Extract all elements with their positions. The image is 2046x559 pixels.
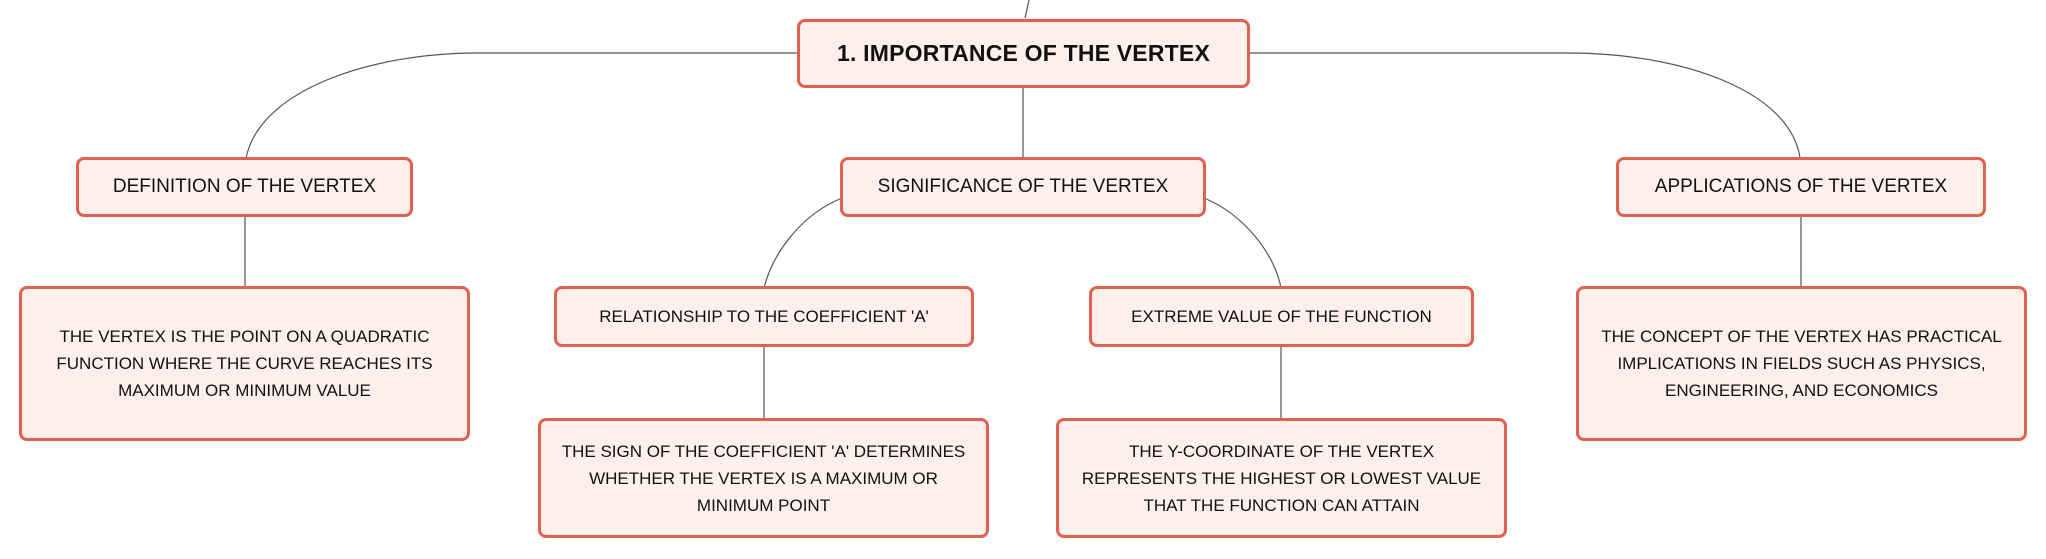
significance-label: SIGNIFICANCE OF THE VERTEX — [877, 176, 1169, 197]
applications-detail-text: THE CONCEPT OF THE VERTEX HAS PRACTICAL … — [1601, 327, 2002, 400]
connector-root-incoming — [1024, 0, 1030, 19]
root-node[interactable]: 1. IMPORTANCE OF THE VERTEX — [797, 19, 1250, 88]
applications-detail-node[interactable]: THE CONCEPT OF THE VERTEX HAS PRACTICAL … — [1576, 286, 2027, 441]
root-label: 1. IMPORTANCE OF THE VERTEX — [836, 40, 1210, 66]
connector-root-definition — [245, 52, 797, 159]
extreme-value-node[interactable]: EXTREME VALUE OF THE FUNCTION — [1089, 286, 1474, 347]
extreme-value-detail-text: THE Y-COORDINATE OF THE VERTEX REPRESENT… — [1081, 441, 1482, 515]
connector-root-applications — [1250, 52, 1801, 159]
applications-label: APPLICATIONS OF THE VERTEX — [1654, 176, 1948, 197]
coefficient-label: RELATIONSHIP TO THE COEFFICIENT 'A' — [599, 306, 929, 326]
connector-significance-extreme — [1203, 197, 1282, 289]
coefficient-detail-text: THE SIGN OF THE COEFFICIENT 'A' DETERMIN… — [561, 441, 966, 515]
extreme-value-detail-node[interactable]: THE Y-COORDINATE OF THE VERTEX REPRESENT… — [1056, 418, 1507, 538]
definition-node[interactable]: DEFINITION OF THE VERTEX — [76, 157, 413, 217]
applications-node[interactable]: APPLICATIONS OF THE VERTEX — [1616, 157, 1986, 217]
connector-significance-coefficient — [763, 197, 843, 289]
definition-detail-node[interactable]: THE VERTEX IS THE POINT ON A QUADRATIC F… — [19, 286, 470, 441]
coefficient-detail-node[interactable]: THE SIGN OF THE COEFFICIENT 'A' DETERMIN… — [538, 418, 989, 538]
definition-label: DEFINITION OF THE VERTEX — [112, 176, 377, 197]
extreme-value-label: EXTREME VALUE OF THE FUNCTION — [1131, 306, 1432, 326]
coefficient-node[interactable]: RELATIONSHIP TO THE COEFFICIENT 'A' — [554, 286, 974, 347]
definition-detail-text: THE VERTEX IS THE POINT ON A QUADRATIC F… — [56, 327, 433, 400]
significance-node[interactable]: SIGNIFICANCE OF THE VERTEX — [840, 157, 1206, 217]
